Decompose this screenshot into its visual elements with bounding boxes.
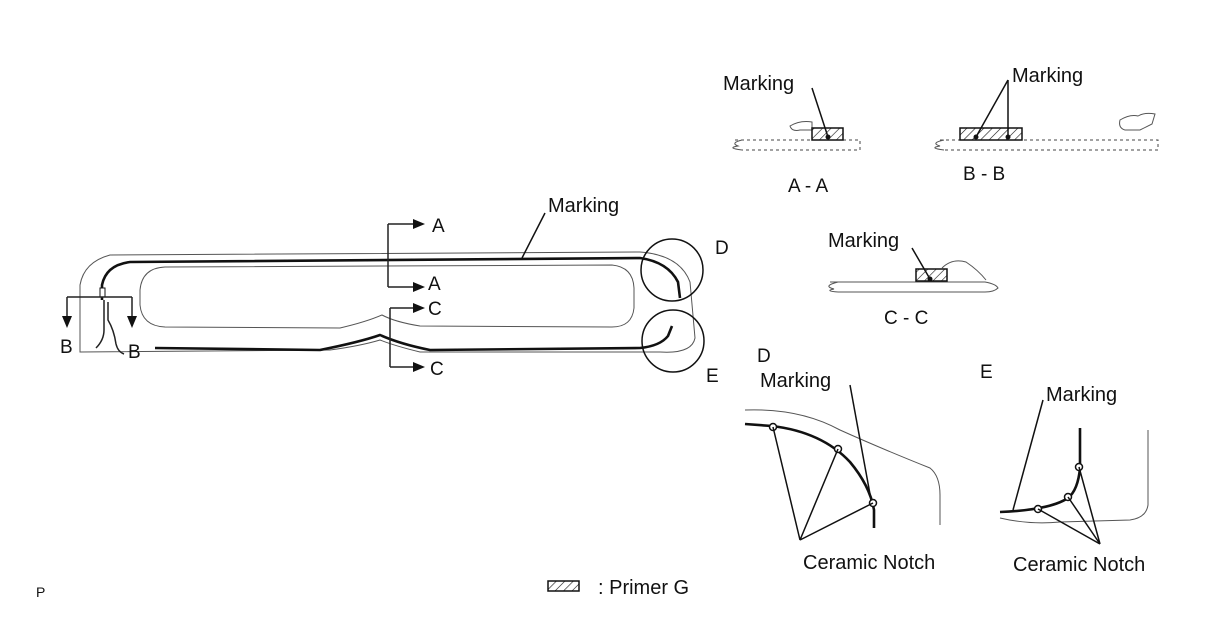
section-aa-marking-label: Marking (723, 73, 794, 95)
detail-d-notch-label: Ceramic Notch (803, 552, 935, 574)
section-cc-marking-dot (927, 276, 933, 282)
section-bb-view: Marking B - B (934, 65, 1159, 185)
section-c-label-bottom: C (430, 359, 444, 380)
section-b-label-left: B (60, 337, 73, 358)
section-bb-marking-block (959, 127, 1023, 141)
detail-d-notch-leaders (772, 426, 874, 541)
detail-d-title: D (757, 346, 771, 367)
section-bb-glass (940, 139, 1159, 151)
section-cc-break (828, 281, 839, 293)
detail-e-marking-leader (1012, 399, 1044, 511)
glass-outer-outline (79, 251, 696, 353)
detail-e-title: E (980, 362, 993, 383)
section-aa-marking-dot (825, 134, 831, 140)
section-bb-marking-dot-1 (973, 134, 979, 140)
detail-d-marking-leader (849, 384, 873, 506)
left-mark-block (99, 287, 106, 298)
section-c-label-top: C (428, 299, 442, 320)
detail-e-view: E Marking Ceramic Notch (980, 362, 1149, 576)
detail-e-circle (641, 309, 705, 373)
detail-d-label: D (715, 238, 729, 259)
corner-code: P (36, 584, 45, 600)
section-bb-molding (1119, 112, 1156, 131)
detail-d-view: D Marking Ceramic Notch (744, 346, 941, 574)
section-a-arrow-bottom (413, 282, 425, 292)
section-c-cut-line (389, 307, 415, 368)
section-cc-view: Marking C - C (828, 230, 999, 329)
detail-d-glass-outline (744, 409, 941, 525)
glass-inner-outline (139, 264, 635, 329)
section-bb-marking-dot-2 (1005, 134, 1011, 140)
section-c-arrow-top (413, 303, 425, 313)
section-aa-view: Marking A - A (723, 73, 861, 197)
section-b-cut-line (66, 296, 133, 318)
section-a-arrow-top (413, 219, 425, 229)
section-aa-glass (735, 139, 861, 151)
section-b-arrow-left (62, 316, 72, 328)
section-cc-marking-leader (911, 247, 931, 280)
section-cc-glass (830, 281, 999, 293)
upper-marking-line (100, 256, 682, 300)
section-aa-title: A - A (788, 176, 828, 197)
lower-marking-line (154, 325, 674, 352)
section-bb-marking-label: Marking (1012, 65, 1083, 87)
detail-d-marking-label: Marking (760, 370, 831, 392)
section-cc-title: C - C (884, 308, 928, 329)
section-c-arrow-bottom (413, 362, 425, 372)
section-bb-marking-leader-1 (975, 79, 1009, 138)
section-aa-molding (789, 121, 813, 131)
main-glass-view: A A C C B B Marking D E (60, 195, 729, 387)
legend: : Primer G (547, 577, 689, 599)
section-bb-break (934, 139, 945, 151)
main-marking-leader (521, 212, 546, 259)
section-bb-title: B - B (963, 164, 1005, 185)
detail-e-marking-label: Marking (1046, 384, 1117, 406)
section-cc-marking-label: Marking (828, 230, 899, 252)
section-aa-marking-leader (811, 87, 829, 138)
detail-e-notch-label: Ceramic Notch (1013, 554, 1145, 576)
detail-e-glass-outline (999, 430, 1149, 524)
section-a-cut-line (387, 223, 415, 288)
detail-e-notch-leaders (1037, 466, 1101, 545)
primer-legend-label: : Primer G (598, 577, 689, 599)
section-a-label-top: A (432, 216, 445, 237)
section-cc-molding (941, 260, 987, 281)
detail-e-label: E (706, 366, 719, 387)
section-b-arrow-right (127, 316, 137, 328)
main-marking-label: Marking (548, 195, 619, 217)
detail-d-circle (640, 238, 704, 302)
section-a-label-bottom: A (428, 274, 441, 295)
section-b-label-right: B (128, 342, 141, 363)
primer-legend-swatch (547, 580, 580, 592)
left-side-bracket (95, 300, 125, 355)
section-aa-break (732, 139, 743, 151)
